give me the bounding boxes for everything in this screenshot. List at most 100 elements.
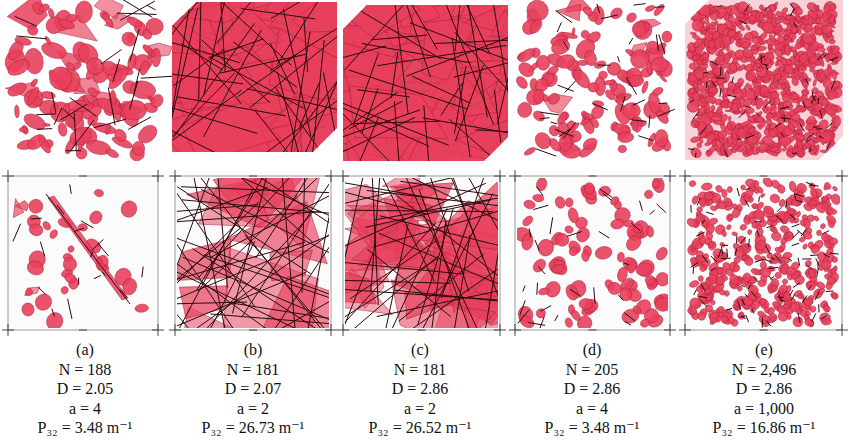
fracture-trace xyxy=(625,321,631,325)
fracture-trace xyxy=(157,90,241,151)
fracture-plane xyxy=(811,42,818,50)
fracture-plane xyxy=(741,121,751,127)
fracture-trace xyxy=(618,56,620,62)
fracture-plane xyxy=(645,190,653,198)
fracture-plane xyxy=(780,29,787,31)
fracture-plane xyxy=(565,226,573,233)
fracture-trace xyxy=(384,224,408,328)
fracture-plane xyxy=(584,183,594,194)
fracture-plane xyxy=(712,139,716,146)
fracture-plane xyxy=(692,120,699,124)
network-render xyxy=(517,0,675,158)
fracture-trace xyxy=(746,106,752,108)
fracture-plane xyxy=(808,11,817,19)
fracture-plane xyxy=(691,137,700,143)
fracture-plane xyxy=(725,13,729,21)
fracture-trace xyxy=(706,81,707,87)
fracture-plane xyxy=(831,106,838,111)
fracture-plane xyxy=(727,122,731,130)
fracture-trace xyxy=(40,242,44,257)
fracture-trace xyxy=(745,4,750,12)
fracture-trace xyxy=(451,235,470,328)
fracture-plane xyxy=(699,5,710,16)
fracture-plane xyxy=(121,201,136,217)
fracture-plane xyxy=(728,116,730,122)
fracture-plane xyxy=(703,53,709,60)
fracture-plane xyxy=(708,86,718,94)
fracture-plane xyxy=(557,55,575,69)
fracture-plane xyxy=(789,110,795,116)
cross-section xyxy=(687,178,840,328)
fracture-trace xyxy=(70,98,96,116)
fracture-plane xyxy=(570,131,581,142)
fracture-plane xyxy=(799,54,806,63)
fracture-trace xyxy=(201,40,270,103)
fracture-trace xyxy=(533,205,548,209)
fracture-trace xyxy=(217,0,271,43)
fracture-trace xyxy=(816,128,822,130)
fracture-trace xyxy=(413,178,469,292)
fracture-trace xyxy=(540,112,559,115)
fracture-trace xyxy=(732,77,734,83)
fracture-plane xyxy=(28,25,38,35)
fracture-plane xyxy=(749,15,756,21)
fracture-trace xyxy=(631,223,640,231)
fracture-plane xyxy=(19,127,27,132)
fracture-plane xyxy=(694,69,703,79)
fracture-plane xyxy=(611,197,619,205)
fracture-trace xyxy=(16,36,46,39)
fracture-plane xyxy=(143,30,152,40)
fracture-plane xyxy=(90,211,102,224)
fracture-plane xyxy=(775,272,781,278)
corner-tick xyxy=(670,324,671,336)
corner-tick xyxy=(175,170,176,182)
fracture-plane xyxy=(27,261,43,275)
fracture-plane xyxy=(775,87,780,90)
fracture-plane xyxy=(801,18,805,22)
fracture-trace xyxy=(315,117,415,165)
fracture-plane xyxy=(292,0,343,32)
corner-tick xyxy=(760,330,768,331)
fracture-plane xyxy=(642,81,648,93)
fracture-trace xyxy=(555,315,558,321)
fracture-plane xyxy=(759,143,769,150)
fracture-trace xyxy=(715,77,724,78)
fracture-trace xyxy=(638,136,652,141)
fracture-trace xyxy=(657,204,667,213)
fracture-plane xyxy=(43,222,51,230)
fracture-trace xyxy=(399,0,437,49)
fracture-plane xyxy=(656,273,668,287)
fracture-plane xyxy=(522,233,533,250)
fracture-plane xyxy=(813,80,816,87)
fracture-plane xyxy=(828,67,832,75)
fracture-trace xyxy=(831,57,838,60)
fracture-plane xyxy=(831,62,838,64)
fracture-plane xyxy=(97,98,121,114)
fracture-trace xyxy=(102,272,105,276)
fracture-plane xyxy=(741,185,746,190)
fracture-plane xyxy=(42,42,67,58)
fracture-plane xyxy=(656,247,667,260)
fracture-plane xyxy=(106,124,111,135)
fracture-plane xyxy=(88,115,98,125)
fracture-trace xyxy=(793,22,796,27)
fracture-plane xyxy=(527,89,544,105)
fracture-plane xyxy=(783,19,790,24)
fracture-trace xyxy=(556,11,572,23)
fracture-trace xyxy=(781,133,785,137)
fracture-plane xyxy=(742,42,750,48)
fracture-trace xyxy=(756,112,759,116)
fracture-trace xyxy=(155,37,240,62)
fracture-trace xyxy=(130,81,138,110)
fracture-trace xyxy=(255,111,312,185)
fracture-plane xyxy=(22,303,34,316)
fracture-trace xyxy=(52,92,56,113)
fracture-plane xyxy=(776,60,782,65)
fracture-plane xyxy=(754,130,759,134)
fracture-plane xyxy=(768,12,773,19)
corner-tick xyxy=(331,170,332,182)
fracture-trace xyxy=(630,120,647,122)
fracture-plane xyxy=(61,287,68,294)
corner-tick xyxy=(685,324,686,336)
fracture-trace xyxy=(454,60,519,77)
